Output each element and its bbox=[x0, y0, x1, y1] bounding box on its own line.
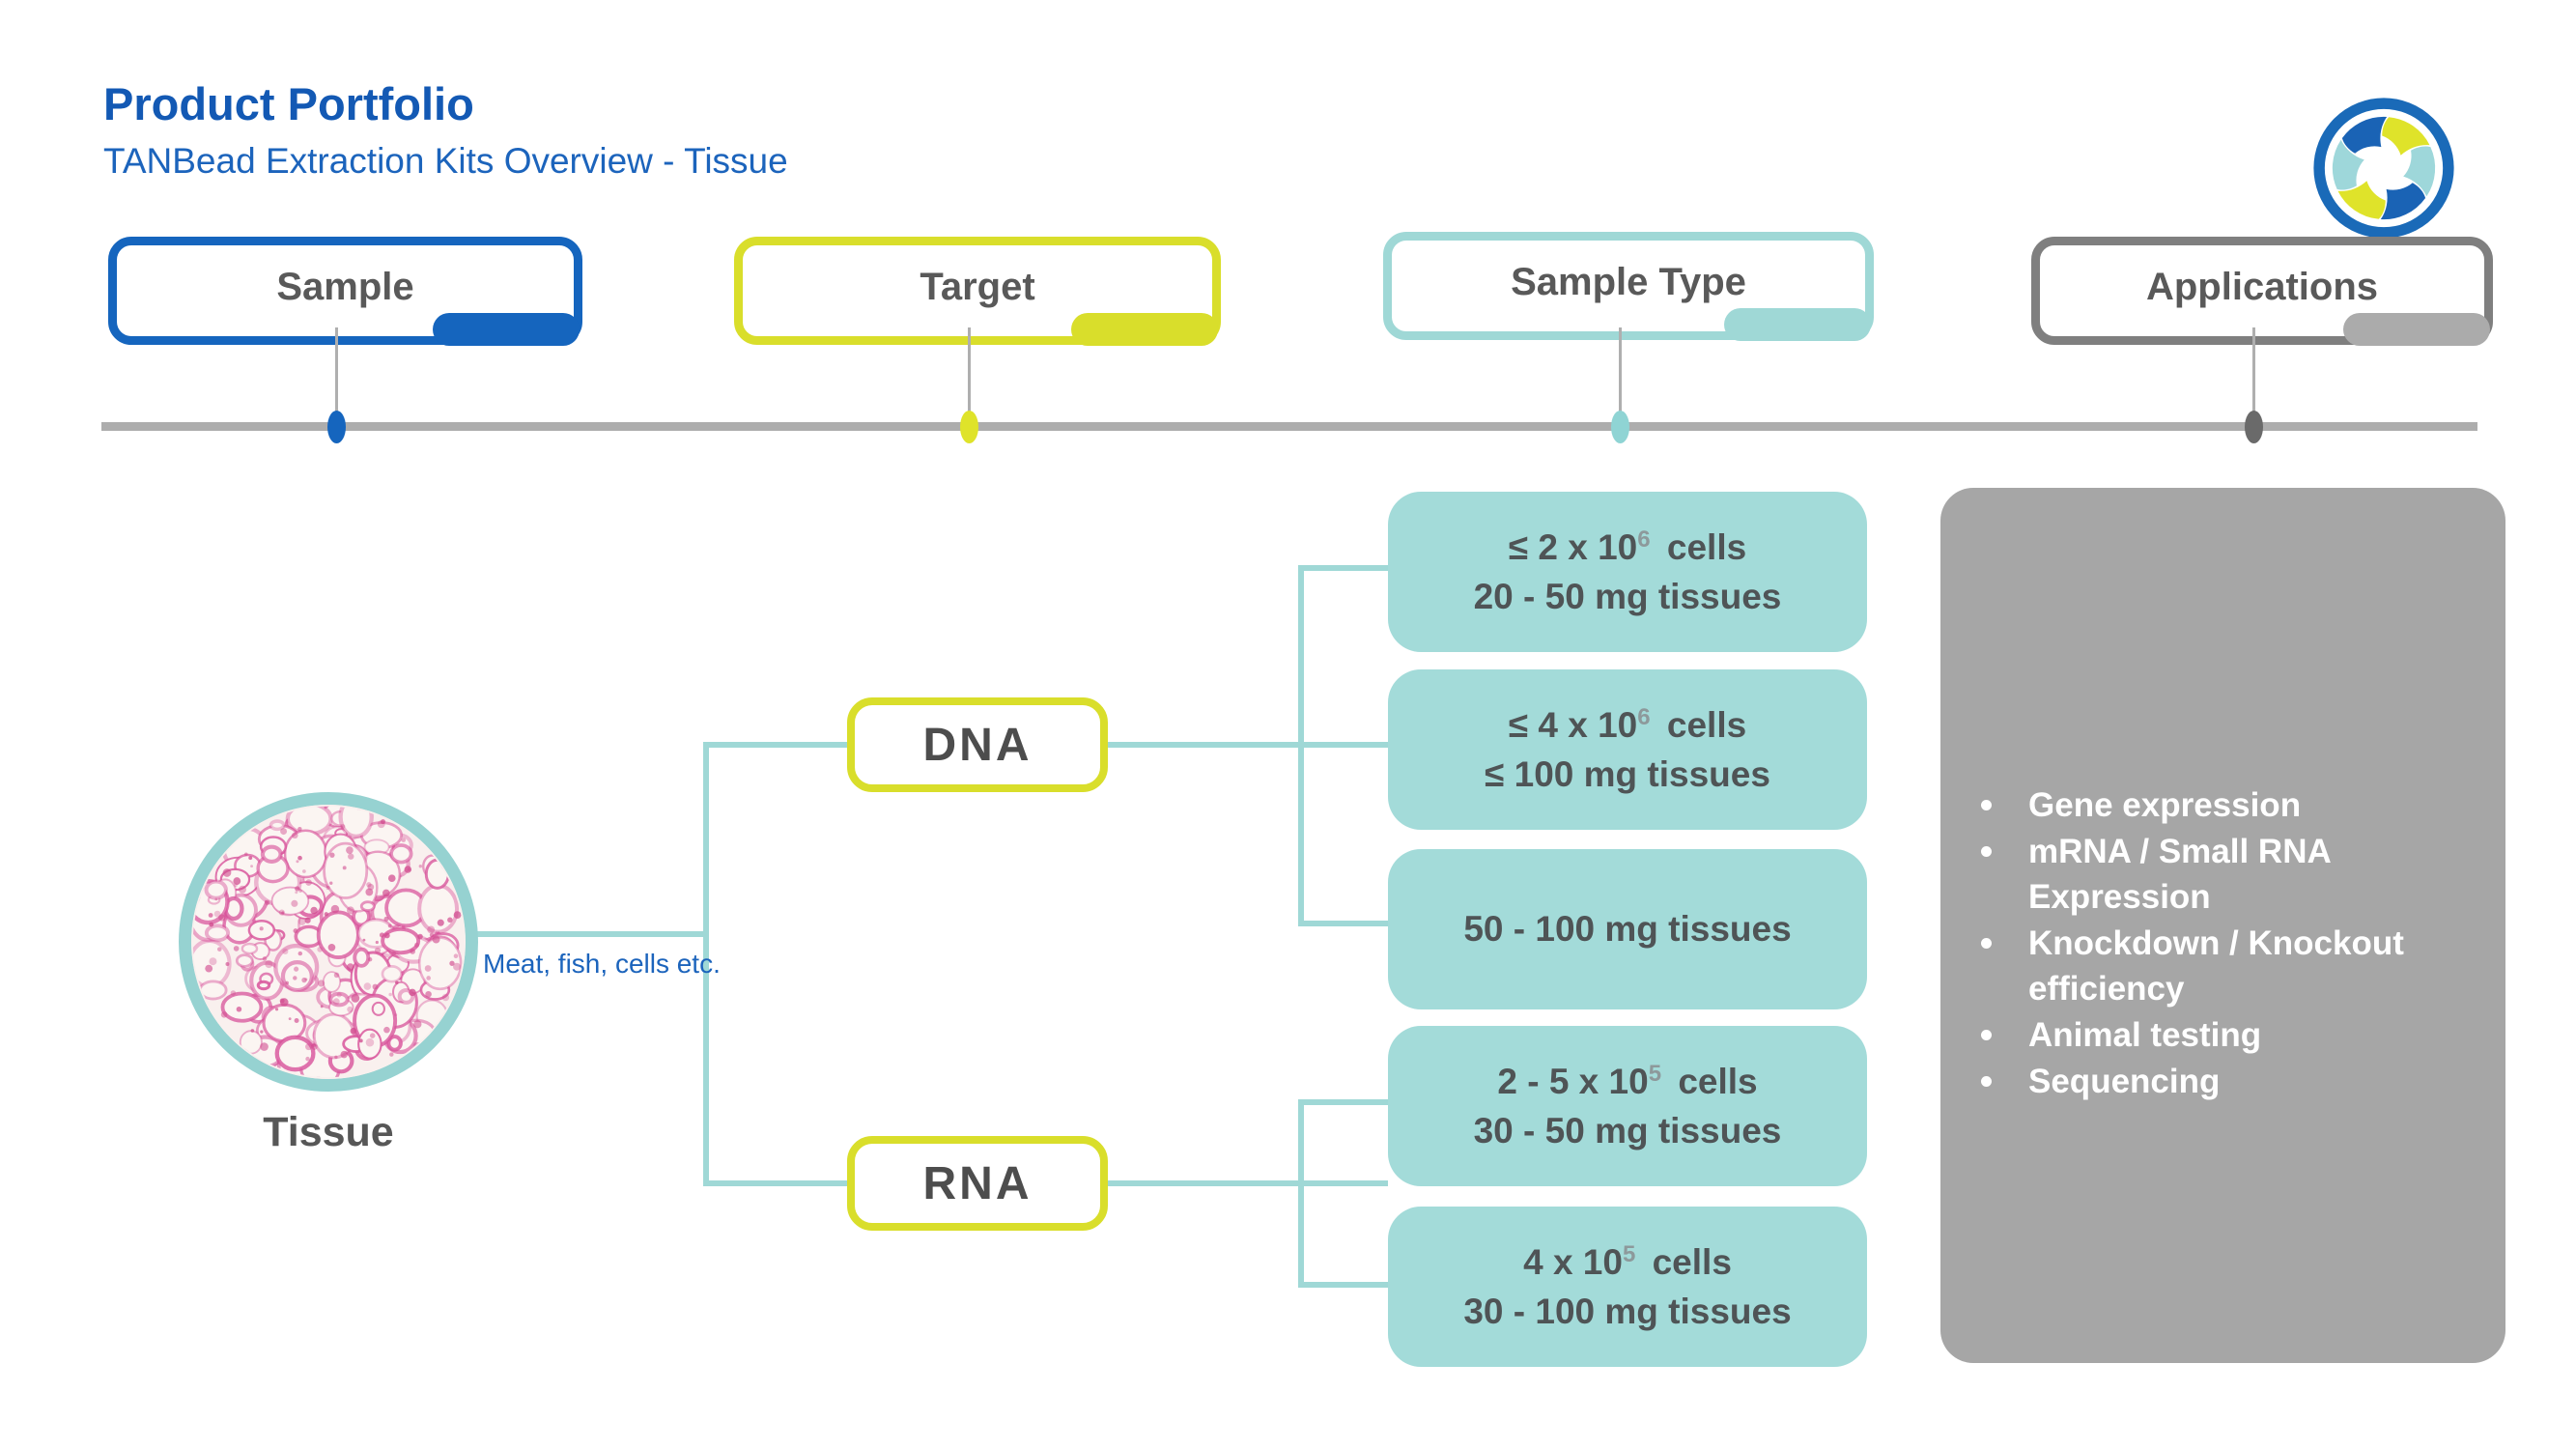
target-box-dna: DNA bbox=[847, 697, 1108, 792]
application-item: Animal testing bbox=[1975, 1012, 2481, 1059]
timeline-dot-applications bbox=[2245, 411, 2263, 443]
application-item: Knockdown / Knockout efficiency bbox=[1975, 921, 2481, 1012]
sample-label: Tissue bbox=[263, 1109, 394, 1155]
target-label-rna: RNA bbox=[922, 1157, 1033, 1209]
tanbead-logo-icon bbox=[2299, 83, 2469, 253]
legend-accent-applications bbox=[2343, 313, 2490, 346]
legend-pill-sample: Sample bbox=[108, 237, 582, 346]
drop-line-sample-type bbox=[1619, 327, 1622, 424]
tissues-line: 30 - 100 mg tissues bbox=[1463, 1292, 1792, 1331]
application-item: Sequencing bbox=[1975, 1059, 2481, 1105]
applications-list: Gene expression mRNA / Small RNA Express… bbox=[1940, 488, 2505, 1104]
connector-to-rna bbox=[703, 1180, 847, 1186]
timeline-dot-target bbox=[960, 411, 978, 443]
connector-dna-box1 bbox=[1298, 565, 1388, 571]
sample-type-box-dna-2: ≤ 4 x 106 cells ≤ 100 mg tissues bbox=[1388, 669, 1867, 830]
application-item: mRNA / Small RNA Expression bbox=[1975, 829, 2481, 921]
tissues-line: ≤ 100 mg tissues bbox=[1485, 754, 1770, 794]
legend-label-sample: Sample bbox=[276, 265, 414, 308]
legend-pill-applications: Applications bbox=[2031, 237, 2493, 346]
cells-line: ≤ 2 x 106 cells bbox=[1508, 526, 1747, 567]
tissues-line: 30 - 50 mg tissues bbox=[1473, 1111, 1782, 1151]
drop-line-applications bbox=[2252, 327, 2255, 424]
legend-label-target: Target bbox=[920, 265, 1035, 308]
drop-line-sample bbox=[335, 327, 338, 424]
timeline-dot-sample-type bbox=[1611, 411, 1629, 443]
timeline-bar bbox=[101, 422, 2477, 431]
cells-line: 4 x 105 cells bbox=[1523, 1240, 1732, 1282]
sample-type-box-dna-3: 50 - 100 mg tissues bbox=[1388, 849, 1867, 1009]
tissue-image bbox=[179, 792, 478, 1092]
sample-type-box-rna-2: 4 x 105 cells 30 - 100 mg tissues bbox=[1388, 1207, 1867, 1367]
sample-type-box-rna-1: 2 - 5 x 105 cells 30 - 50 mg tissues bbox=[1388, 1026, 1867, 1186]
connector-dna-out bbox=[1108, 742, 1388, 748]
connector-tissue-out bbox=[475, 931, 706, 937]
legend-accent-target bbox=[1071, 313, 1218, 346]
tissues-line: 50 - 100 mg tissues bbox=[1463, 909, 1792, 950]
sample-note: Meat, fish, cells etc. bbox=[483, 949, 721, 979]
drop-line-target bbox=[968, 327, 971, 424]
connector-rna-box2 bbox=[1298, 1282, 1388, 1288]
target-box-rna: RNA bbox=[847, 1136, 1108, 1231]
cells-line: 2 - 5 x 105 cells bbox=[1497, 1060, 1758, 1101]
legend-pill-sample-type: Sample Type bbox=[1383, 232, 1874, 341]
legend-accent-sample-type bbox=[1724, 308, 1871, 341]
connector-dna-box3 bbox=[1298, 921, 1388, 926]
connector-dna-vertical bbox=[1298, 565, 1304, 926]
applications-panel: Gene expression mRNA / Small RNA Express… bbox=[1940, 488, 2505, 1363]
legend-pill-target: Target bbox=[734, 237, 1221, 346]
connector-rna-vertical bbox=[1298, 1099, 1304, 1288]
connector-to-dna bbox=[703, 742, 847, 748]
legend-accent-sample bbox=[433, 313, 580, 346]
connector-rna-out bbox=[1108, 1180, 1388, 1186]
sample-type-box-dna-1: ≤ 2 x 106 cells 20 - 50 mg tissues bbox=[1388, 492, 1867, 652]
page-title: Product Portfolio bbox=[103, 78, 474, 129]
connector-main-vertical bbox=[703, 742, 709, 1186]
timeline-dot-sample bbox=[327, 411, 346, 443]
cells-line: ≤ 4 x 106 cells bbox=[1508, 703, 1747, 745]
legend-label-sample-type: Sample Type bbox=[1511, 260, 1746, 303]
application-item: Gene expression bbox=[1975, 782, 2481, 829]
tissues-line: 20 - 50 mg tissues bbox=[1473, 577, 1782, 616]
legend-label-applications: Applications bbox=[2145, 265, 2379, 308]
target-label-dna: DNA bbox=[922, 719, 1033, 771]
connector-rna-box1 bbox=[1298, 1099, 1388, 1105]
page-subtitle: TANBead Extraction Kits Overview - Tissu… bbox=[103, 141, 788, 181]
